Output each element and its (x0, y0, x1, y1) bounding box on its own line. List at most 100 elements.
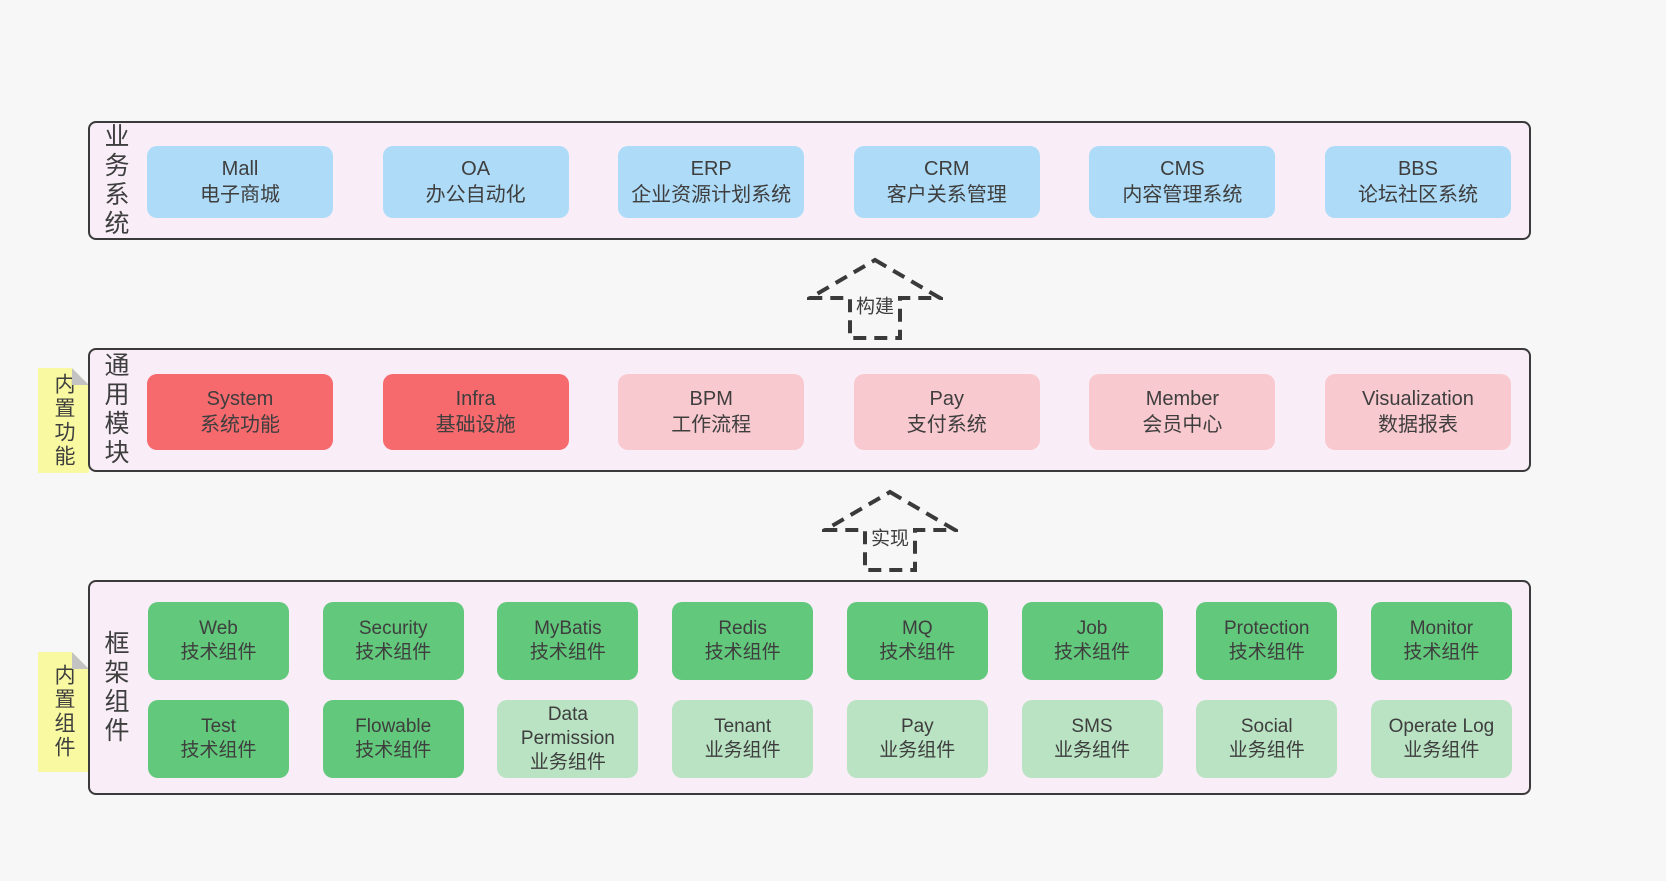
box-data-permission: Data Permission 业务组件 (497, 700, 639, 778)
box-cms: CMS 内容管理系统 (1089, 146, 1276, 218)
folded-corner-icon (72, 652, 89, 669)
box-title: Social (1240, 716, 1293, 737)
box-visualization: Visualization 数据报表 (1324, 374, 1511, 450)
box-title: CRM (924, 158, 970, 180)
box-subtitle: 技术组件 (704, 642, 781, 663)
box-subtitle: 技术组件 (529, 642, 606, 663)
box-oa: OA 办公自动化 (382, 146, 569, 218)
box-title: Pay (900, 716, 934, 737)
box-subtitle: 系统功能 (200, 414, 280, 436)
box-redis: Redis 技术组件 (672, 602, 814, 680)
box-subtitle: 企业资源计划系统 (631, 184, 792, 206)
box-flowable: Flowable 技术组件 (322, 700, 464, 778)
box-subtitle: 论坛社区系统 (1357, 184, 1478, 206)
box-subtitle: 技术组件 (1403, 642, 1480, 663)
box-subtitle: 客户关系管理 (886, 184, 1007, 206)
box-title: Mall (221, 158, 259, 180)
box-subtitle: 业务组件 (1228, 740, 1305, 761)
box-title: Visualization (1362, 388, 1474, 410)
box-title: Operate Log (1388, 716, 1495, 737)
box-social: Social 业务组件 (1196, 700, 1338, 778)
box-subtitle: 办公自动化 (425, 184, 526, 206)
box-title: Test (201, 716, 236, 737)
box-title: BPM (689, 388, 733, 410)
box-mq: MQ 技术组件 (846, 602, 988, 680)
framework-components-row-1: Web 技术组件 Security 技术组件 MyBatis 技术组件 Redi… (148, 602, 1512, 680)
box-subtitle: 会员中心 (1142, 414, 1223, 436)
box-mall: Mall 电子商城 (147, 146, 333, 218)
box-web: Web 技术组件 (148, 602, 289, 680)
box-subtitle: 技术组件 (180, 740, 257, 761)
box-erp: ERP 企业资源计划系统 (618, 146, 805, 218)
box-subtitle: 基础设施 (435, 414, 516, 436)
box-subtitle: 技术组件 (355, 642, 432, 663)
sticky-note-builtin-components: 内置组件 (38, 652, 89, 772)
box-system: System 系统功能 (147, 374, 333, 450)
box-subtitle: 数据报表 (1377, 414, 1458, 436)
box-subtitle: 业务组件 (1403, 740, 1480, 761)
box-title: Data Permission (520, 704, 615, 749)
box-crm: CRM 客户关系管理 (853, 146, 1040, 218)
folded-corner-icon (72, 368, 89, 385)
box-title: Pay (929, 388, 965, 410)
box-member: Member 会员中心 (1089, 374, 1276, 450)
box-title: MyBatis (534, 618, 602, 639)
box-title: Redis (718, 618, 767, 639)
box-title: Flowable (355, 716, 432, 737)
sticky-note-label: 内置组件 (52, 664, 75, 760)
box-title: Monitor (1409, 618, 1474, 639)
box-title: System (206, 388, 274, 410)
sticky-note-label: 内置功能 (52, 372, 75, 469)
box-subtitle: 内容管理系统 (1122, 184, 1243, 206)
box-tenant: Tenant 业务组件 (672, 700, 814, 778)
common-modules-row: System 系统功能 Infra 基础设施 BPM 工作流程 Pay 支付系统… (147, 374, 1511, 450)
box-title: Job (1076, 618, 1108, 639)
box-mybatis: MyBatis 技术组件 (497, 602, 639, 680)
box-subtitle: 技术组件 (180, 642, 257, 663)
box-subtitle: 技术组件 (1054, 642, 1131, 663)
box-operate-log: Operate Log 业务组件 (1370, 700, 1512, 778)
arrow-build-label: 构建 (852, 290, 898, 320)
box-pay-component: Pay 业务组件 (846, 700, 988, 778)
box-subtitle: 技术组件 (879, 642, 956, 663)
box-subtitle: 技术组件 (355, 740, 432, 761)
business-systems-row: Mall 电子商城 OA 办公自动化 ERP 企业资源计划系统 CRM 客户关系… (147, 146, 1511, 218)
arrow-build: 构建 (802, 257, 948, 341)
band-business-systems: 业务系统 Mall 电子商城 OA 办公自动化 ERP 企业资源计划系统 CRM… (88, 121, 1531, 240)
box-title: CMS (1160, 158, 1205, 180)
box-title: Security (358, 618, 428, 639)
box-title: Infra (455, 388, 496, 410)
box-bbs: BBS 论坛社区系统 (1324, 146, 1511, 218)
framework-components-row-2: Test 技术组件 Flowable 技术组件 Data Permission … (148, 700, 1512, 778)
box-title: BBS (1397, 158, 1438, 180)
arrow-implement: 实现 (817, 489, 963, 573)
box-security: Security 技术组件 (322, 602, 464, 680)
box-subtitle: 业务组件 (879, 740, 956, 761)
box-subtitle: 工作流程 (671, 414, 752, 436)
box-monitor: Monitor 技术组件 (1370, 602, 1512, 680)
box-subtitle: 业务组件 (704, 740, 781, 761)
box-title: SMS (1071, 716, 1113, 737)
sticky-note-builtin-features: 内置功能 (38, 368, 89, 473)
box-title: MQ (902, 618, 933, 639)
box-infra: Infra 基础设施 (382, 374, 569, 450)
band-label-framework-components: 框架组件 (101, 629, 129, 746)
box-title: ERP (690, 158, 732, 180)
box-title: Web (199, 618, 238, 639)
band-framework-components: 框架组件 Web 技术组件 Security 技术组件 MyBatis 技术组件… (88, 580, 1531, 795)
box-subtitle: 技术组件 (1228, 642, 1305, 663)
box-pay-system: Pay 支付系统 (853, 374, 1040, 450)
box-sms: SMS 业务组件 (1021, 700, 1163, 778)
box-subtitle: 业务组件 (1054, 740, 1131, 761)
box-title: Protection (1223, 618, 1310, 639)
band-label-common-modules: 通用模块 (101, 352, 129, 468)
box-job: Job 技术组件 (1021, 602, 1163, 680)
arrow-implement-label: 实现 (867, 522, 913, 552)
up-arrow-icon (817, 489, 963, 572)
box-protection: Protection 技术组件 (1196, 602, 1338, 680)
band-label-business-systems: 业务系统 (101, 122, 129, 239)
box-title: Member (1145, 388, 1220, 410)
box-subtitle: 业务组件 (529, 752, 606, 773)
band-common-modules: 通用模块 System 系统功能 Infra 基础设施 BPM 工作流程 Pay… (88, 348, 1531, 472)
